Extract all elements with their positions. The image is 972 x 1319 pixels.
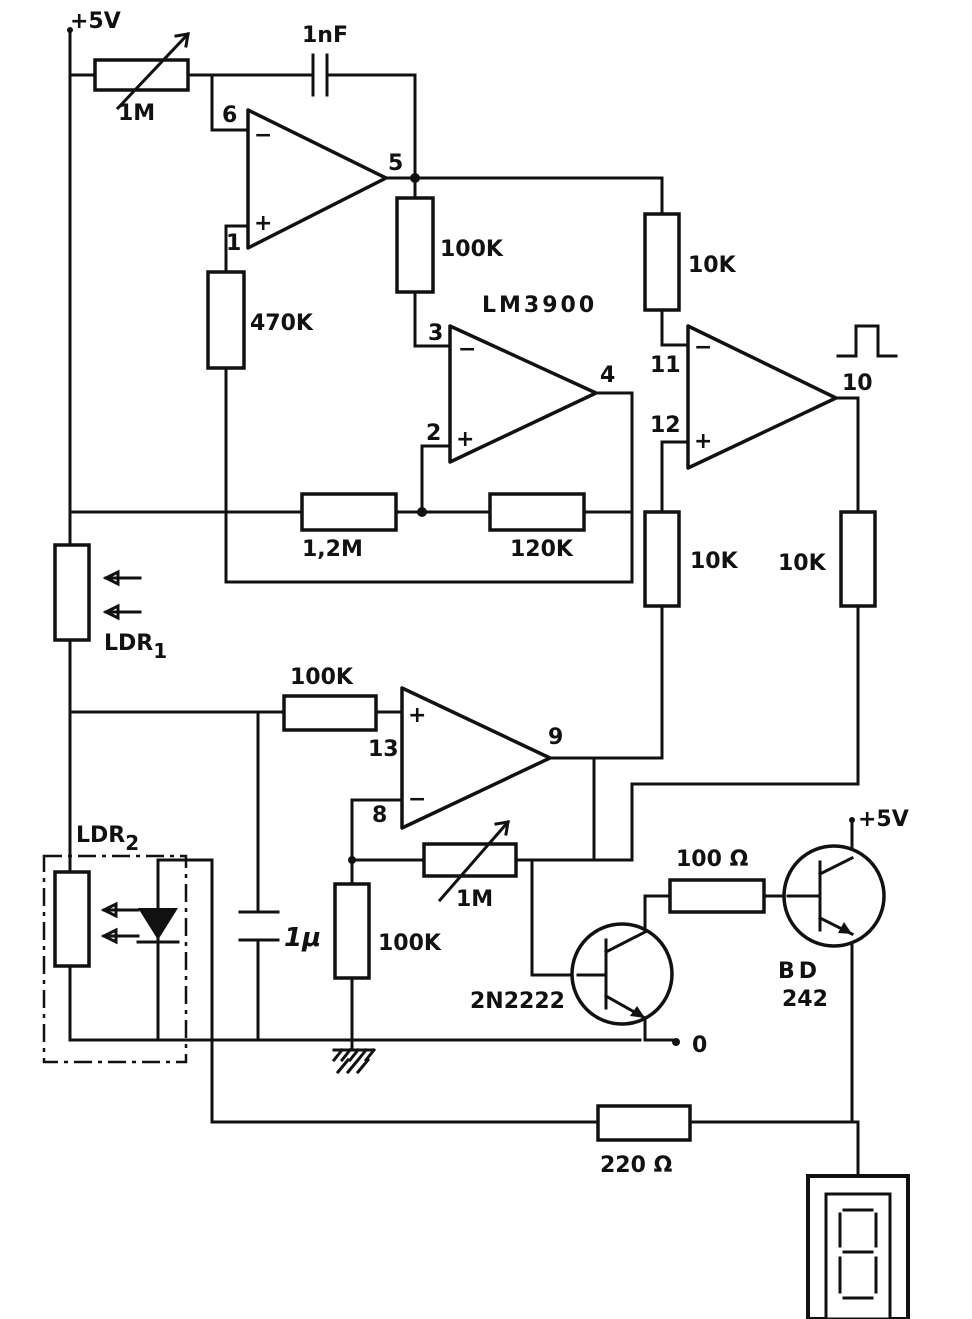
- transistor-2n2222: 2N2222: [470, 922, 674, 1026]
- pin-8: 8: [372, 803, 387, 828]
- opamp-4-minus: −: [408, 787, 426, 812]
- supply-label-top: +5V: [70, 9, 121, 34]
- q1-label: 2N2222: [470, 989, 565, 1014]
- resistor-100k-b: 100K: [282, 665, 378, 732]
- pin-1: 1: [226, 231, 241, 256]
- r-1-2m-label: 1,2M: [302, 537, 363, 562]
- capacitor-1nf: 1nF: [298, 23, 348, 97]
- transistor-bd242: BD 242: [778, 844, 886, 1012]
- resistor-100-ohm: 100 Ω: [668, 847, 766, 914]
- pin-13: 13: [368, 737, 399, 762]
- output-zero-label: 0: [692, 1033, 707, 1058]
- pulse-waveform-icon: [836, 324, 898, 358]
- pin-5: 5: [388, 151, 403, 176]
- pin-2: 2: [426, 421, 441, 446]
- q2-label-1: BD: [778, 959, 821, 984]
- cap-top-label: 1nF: [302, 23, 348, 48]
- resistor-10k-b: 10K: [643, 510, 739, 608]
- r-10k-b-label: 10K: [690, 549, 739, 574]
- r-10k-c-label: 10K: [778, 551, 827, 576]
- resistor-10k-a: 10K: [643, 212, 737, 312]
- capacitor-1u: 1μ: [238, 910, 321, 953]
- ldr-2-label: LDR2: [76, 823, 139, 855]
- pot-top-1m: 1M: [93, 31, 191, 126]
- ic-label: LM3900: [482, 293, 597, 318]
- r-120k-label: 120K: [510, 537, 574, 562]
- opamp-2-plus: +: [456, 427, 474, 452]
- pin-6: 6: [222, 103, 237, 128]
- ground-icon: [331, 1047, 377, 1075]
- opamp-4: + − 13 8 9: [368, 686, 563, 830]
- r-100k-a-label: 100K: [440, 237, 504, 262]
- pin-12: 12: [650, 413, 681, 438]
- resistor-100k-a: 100K: [395, 196, 504, 294]
- opamp-1-minus: −: [254, 123, 272, 148]
- pin-11: 11: [650, 353, 681, 378]
- pot-1m-feedback: 1M: [422, 819, 518, 912]
- r-10k-a-label: 10K: [688, 253, 737, 278]
- pin-9: 9: [548, 725, 563, 750]
- cap-1u-label: 1μ: [284, 923, 321, 953]
- seven-segment-display: [806, 1174, 910, 1319]
- opamp-3-minus: −: [694, 335, 712, 360]
- opamp-2: − + 3 2 4: [426, 321, 615, 464]
- led-icon: [136, 908, 180, 944]
- resistor-10k-c: 10K: [778, 510, 877, 608]
- pin-3: 3: [428, 321, 443, 346]
- resistor-220-ohm: 220 Ω: [596, 1104, 692, 1178]
- optocoupler-box: [42, 854, 188, 1064]
- pot-top-label: 1M: [118, 101, 155, 126]
- r-220-label: 220 Ω: [600, 1153, 673, 1178]
- wires: [68, 28, 860, 1178]
- resistor-1-2m: 1,2M: [300, 492, 398, 562]
- ldr-2: [53, 870, 140, 968]
- opamp-2-minus: −: [458, 337, 476, 362]
- r-470k-label: 470K: [250, 311, 314, 336]
- pin-10: 10: [842, 371, 873, 396]
- ldr-1: LDR1: [53, 543, 167, 663]
- supply-label-transistor: +5V: [858, 807, 909, 832]
- q2-label-2: 242: [782, 987, 828, 1012]
- opamp-1: − + 6 1 5: [222, 103, 403, 256]
- r-100-ohm-label: 100 Ω: [676, 847, 749, 872]
- r-100k-b-label: 100K: [290, 665, 354, 690]
- opamp-4-plus: +: [408, 703, 426, 728]
- resistor-120k: 120K: [488, 492, 586, 562]
- junction-dots: [348, 173, 427, 864]
- pin-4: 4: [600, 363, 615, 388]
- pot-1m-label: 1M: [456, 887, 493, 912]
- r-100k-c-label: 100K: [378, 931, 442, 956]
- resistor-470k: 470K: [206, 270, 314, 370]
- ldr-1-label: LDR1: [104, 631, 167, 663]
- opamp-1-plus: +: [254, 211, 272, 236]
- opamp-3: − + 11 12 10: [650, 324, 873, 470]
- opamp-3-plus: +: [694, 429, 712, 454]
- resistor-100k-c: 100K: [333, 882, 442, 980]
